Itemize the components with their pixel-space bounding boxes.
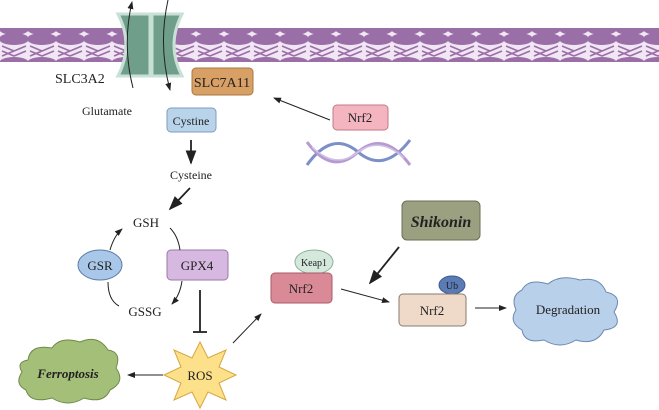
nrf2-keap1-label: Nrf2 bbox=[289, 281, 314, 296]
gpx4-to-gssg-arrow bbox=[171, 280, 183, 305]
shikonin-label: Shikonin bbox=[411, 214, 472, 231]
gsh-to-gpx4-arc bbox=[169, 227, 181, 251]
gpx4-box bbox=[166, 249, 229, 281]
ros-star-icon bbox=[162, 340, 238, 410]
nrf2-ub-box bbox=[398, 293, 467, 327]
gssg-to-gsr-arc bbox=[107, 281, 120, 307]
cysteine-label: Cysteine bbox=[170, 168, 212, 182]
ub-label: Ub bbox=[446, 281, 458, 292]
slc3a2-channel-icon bbox=[115, 0, 185, 91]
gsh-label: GSH bbox=[133, 215, 159, 230]
nrf2-to-slc7a11-arrow bbox=[273, 97, 331, 121]
gsr-node bbox=[77, 249, 123, 281]
dna-helix-icon bbox=[305, 139, 412, 166]
degradation-cloud bbox=[512, 277, 619, 346]
cystine-box bbox=[166, 107, 217, 133]
nrf2-transcription-label: Nrf2 bbox=[348, 110, 373, 125]
ros-to-nrf2-arrow bbox=[232, 313, 262, 344]
slc7a11-box bbox=[191, 67, 254, 96]
nrf2-ub-label: Nrf2 bbox=[420, 303, 445, 318]
nrf2-transcription-box bbox=[332, 104, 389, 131]
shikonin-promotes-arrow bbox=[368, 246, 400, 285]
degradation-label: Degradation bbox=[536, 302, 601, 317]
slc7a11-label: SLC7A11 bbox=[194, 76, 250, 91]
nrf2-keap1-box bbox=[270, 272, 333, 304]
ros-label: ROS bbox=[187, 368, 212, 383]
glutamate-label: Glutamate bbox=[82, 104, 132, 118]
ferroptosis-cloud bbox=[18, 338, 121, 404]
cysteine-to-gsh-arrow bbox=[168, 187, 191, 211]
slc3a2-label: SLC3A2 bbox=[55, 72, 105, 87]
nrf2-to-ubiquitination-arrow bbox=[340, 288, 390, 304]
gsr-label: GSR bbox=[87, 258, 113, 273]
gsr-to-gsh-arrow bbox=[109, 228, 123, 251]
gpx4-label: GPX4 bbox=[181, 258, 214, 273]
gssg-label: GSSG bbox=[128, 304, 161, 319]
keap1-label: Keap1 bbox=[301, 258, 327, 269]
cystine-label: Cystine bbox=[173, 114, 210, 128]
cell-membrane bbox=[0, 28, 659, 62]
shikonin-box bbox=[401, 200, 481, 241]
ferroptosis-label: Ferroptosis bbox=[36, 366, 98, 381]
